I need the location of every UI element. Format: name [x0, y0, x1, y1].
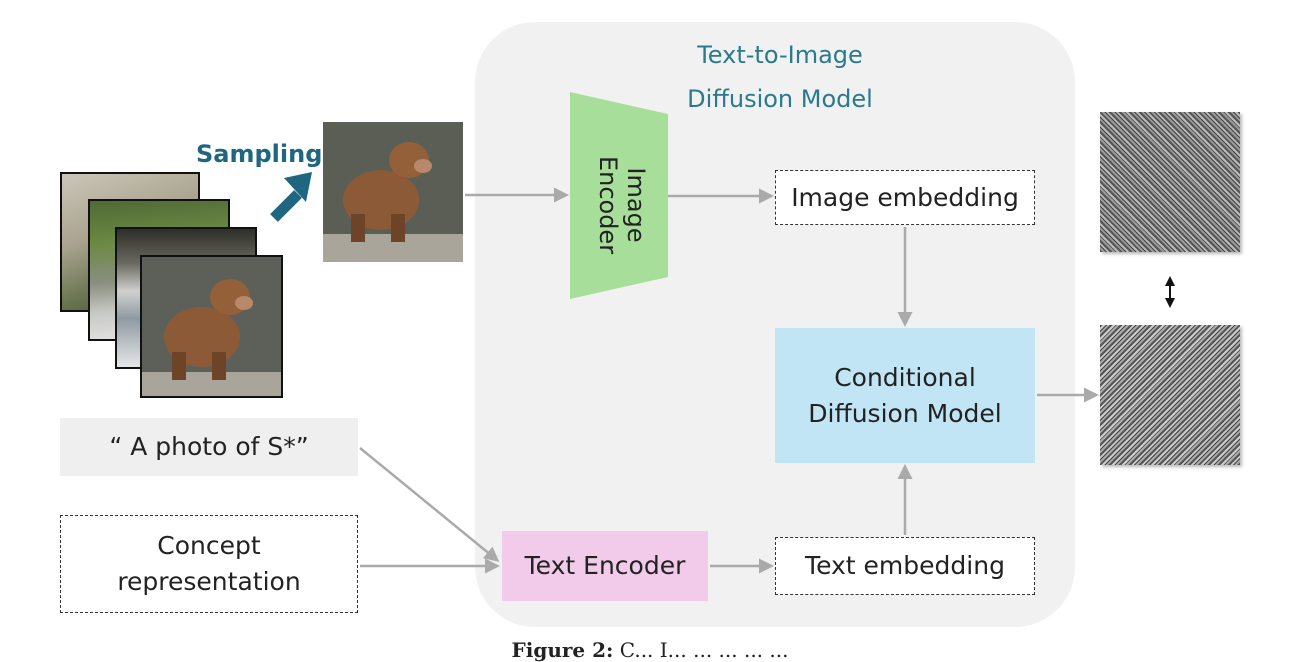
noise-image-bottom [1100, 325, 1240, 465]
sampled-bear-illustration [323, 122, 463, 262]
conditional-model-line1: Conditional [834, 362, 976, 392]
sampled-bear-photo [323, 122, 463, 262]
prompt-box: “ A photo of S*” [60, 418, 358, 476]
concept-line2: representation [117, 567, 301, 596]
concept-line1: Concept [157, 531, 261, 560]
conditional-model-line2: Diffusion Model [808, 398, 1002, 428]
sampling-label: Sampling [196, 140, 323, 168]
prompt-label: “ A photo of S*” [109, 432, 309, 461]
text-embedding-box: Text embedding [775, 537, 1035, 595]
sample-photo-bear [140, 255, 283, 398]
text-encoder-label: Text Encoder [524, 551, 686, 580]
noise-image-top [1100, 112, 1240, 252]
image-encoder-shape [570, 92, 668, 299]
caption-text: C... I... ... ... ... ... [619, 638, 789, 662]
image-embedding-box: Image embedding [775, 170, 1035, 225]
conditional-diffusion-model-box: Conditional Diffusion Model [775, 328, 1035, 463]
text-encoder-box: Text Encoder [502, 531, 708, 601]
text-embedding-label: Text embedding [805, 551, 1005, 580]
connector-prompt-to-text-encoder [359, 447, 500, 562]
image-embedding-label: Image embedding [791, 182, 1019, 212]
sampling-arrow [270, 172, 312, 222]
concept-representation-box: Concept representation [60, 515, 358, 613]
caption-prefix: Figure 2: [511, 638, 614, 662]
bear-illustration [142, 257, 281, 396]
panel-title-line1: Text-to-Image [697, 41, 863, 69]
panel-title: Text-to-Image Diffusion Model [620, 33, 940, 121]
figure-caption: Figure 2: C... I... ... ... ... ... [330, 638, 970, 662]
panel-title-line2: Diffusion Model [687, 85, 873, 113]
